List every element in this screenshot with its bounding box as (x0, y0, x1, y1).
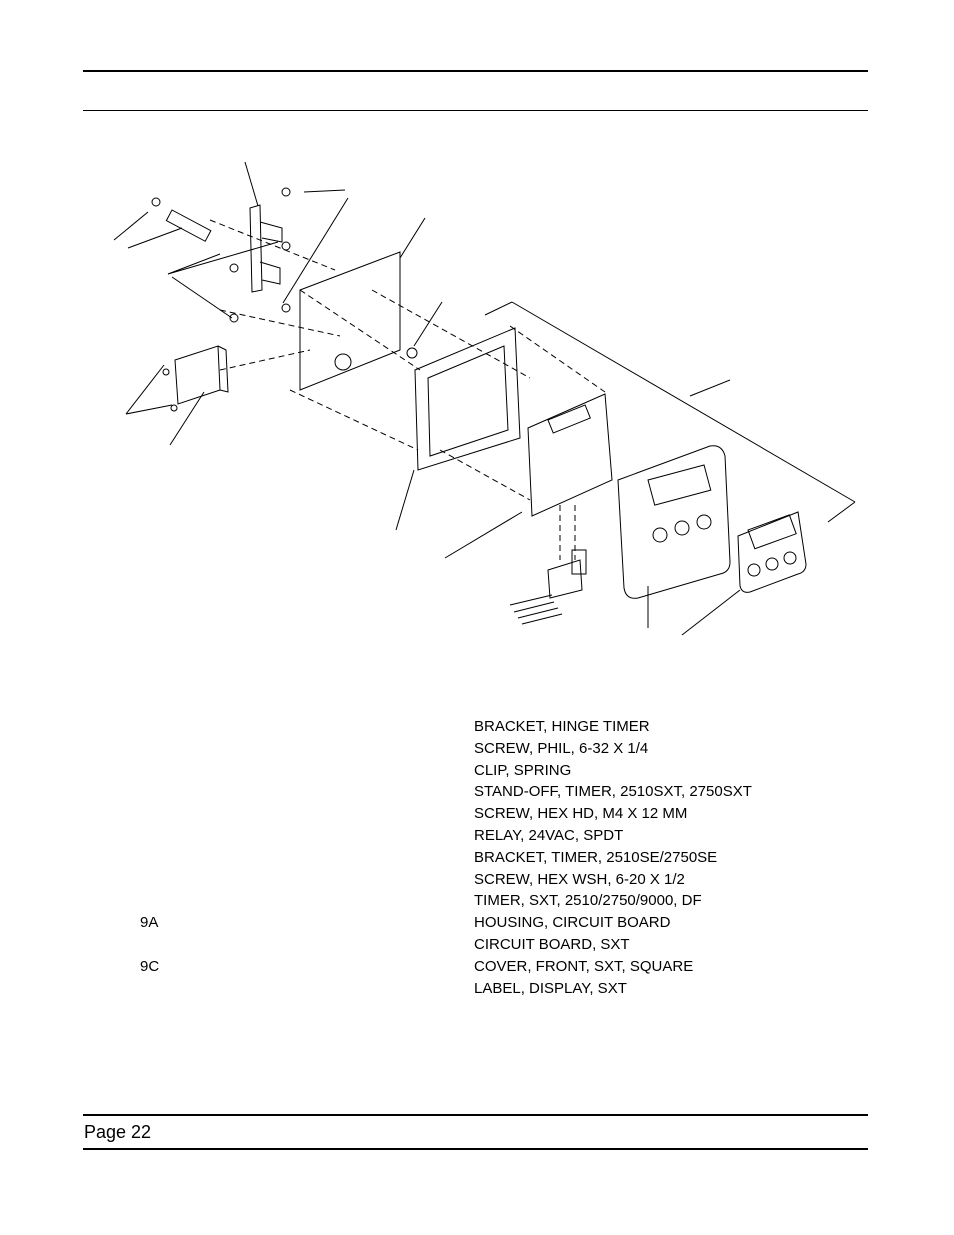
circuit-board (527, 393, 613, 517)
leader-lines (113, 161, 856, 636)
parts-list-row: SCREW, HEX HD, M4 X 12 MM (0, 803, 954, 825)
front-cover (617, 445, 731, 599)
part-description: CLIP, SPRING (474, 761, 572, 779)
stand-off (165, 209, 212, 242)
header-rule-bottom (83, 110, 868, 111)
part-description: BRACKET, TIMER, 2510SE/2750SE (474, 848, 718, 866)
parts-list-row: RELAY, 24VAC, SPDT (0, 825, 954, 847)
header-rule-top (83, 70, 868, 72)
parts-list-row: BRACKET, HINGE TIMER (0, 716, 954, 738)
parts-list-row: LABEL, DISPLAY, SXT (0, 978, 954, 1000)
wire-harness (509, 559, 583, 625)
screws (151, 187, 418, 412)
parts-list-row: BRACKET, TIMER, 2510SE/2750SE (0, 847, 954, 869)
part-description: COVER, FRONT, SXT, SQUARE (474, 957, 694, 975)
part-item-number: 9C (140, 957, 160, 975)
part-description: TIMER, SXT, 2510/2750/9000, DF (474, 892, 702, 910)
parts-list-row: TIMER, SXT, 2510/2750/9000, DF (0, 890, 954, 912)
parts-list-row: SCREW, HEX WSH, 6-20 X 1/2 (0, 869, 954, 891)
parts-list-row: 9C COVER, FRONT, SXT, SQUARE (0, 956, 954, 978)
relay (174, 345, 229, 405)
assembly-paths (209, 219, 606, 560)
page-number: Page 22 (84, 1122, 152, 1142)
footer-rule-bottom (83, 1148, 868, 1150)
part-description: BRACKET, HINGE TIMER (474, 718, 650, 735)
part-description: STAND-OFF, TIMER, 2510SXT, 2750SXT (474, 783, 752, 801)
part-description: SCREW, PHIL, 6-32 X 1/4 (474, 739, 649, 757)
part-description: HOUSING, CIRCUIT BOARD (474, 914, 671, 932)
parts-list: BRACKET, HINGE TIMER SCREW, PHIL, 6-32 X… (0, 716, 954, 999)
hinge-bracket (249, 204, 283, 293)
part-description: LABEL, DISPLAY, SXT (474, 979, 627, 997)
part-description: CIRCUIT BOARD, SXT (474, 935, 630, 953)
exploded-parts-diagram (113, 161, 856, 636)
parts-list-row: CIRCUIT BOARD, SXT (0, 934, 954, 956)
part-description: RELAY, 24VAC, SPDT (474, 826, 624, 844)
timer-bracket-plate (299, 251, 401, 391)
part-description: SCREW, HEX WSH, 6-20 X 1/2 (474, 870, 685, 888)
parts-list-row: CLIP, SPRING (0, 760, 954, 782)
part-item-number: 9A (140, 914, 159, 932)
footer-rule-top (83, 1114, 868, 1116)
part-description: SCREW, HEX HD, M4 X 12 MM (474, 805, 688, 823)
circuit-board-housing (414, 327, 521, 471)
parts-list-row: STAND-OFF, TIMER, 2510SXT, 2750SXT (0, 781, 954, 803)
parts-list-row: 9A HOUSING, CIRCUIT BOARD (0, 912, 954, 934)
parts-list-row: SCREW, PHIL, 6-32 X 1/4 (0, 738, 954, 760)
display-label (737, 511, 807, 593)
